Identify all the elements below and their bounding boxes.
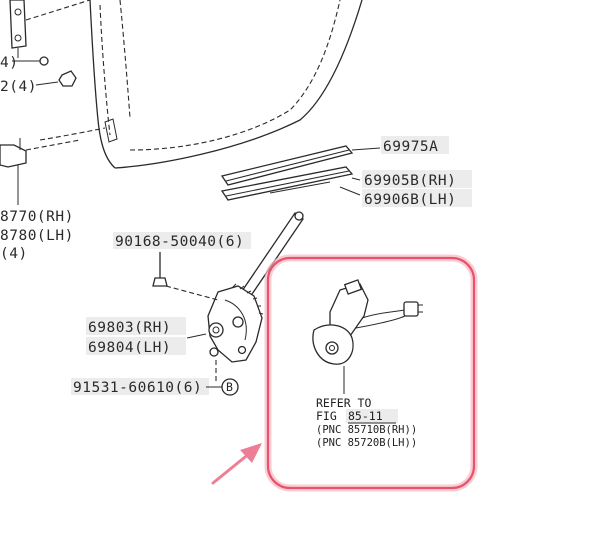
note-fig-ref[interactable]: 85-11 [348, 409, 383, 423]
left-label-2: 2(4) [0, 79, 37, 95]
note-pnc-rh: (PNC 85710B(RH)) [316, 424, 417, 436]
label-91531: 91531-60610(6) [73, 380, 202, 396]
door-outline [39, 0, 363, 169]
callout-b-circle [221, 378, 239, 396]
note-pnc-lh: (PNC 85720B(LH)) [316, 437, 417, 449]
left-partial-parts [0, 0, 91, 205]
label-bg-69905b [362, 170, 472, 188]
label-bg-69906b [362, 189, 472, 207]
label-90168: 90168-50040(6) [115, 234, 244, 250]
window-regulator-assembly [207, 211, 304, 383]
label-69804: 69804(LH) [88, 340, 171, 356]
label-bg-90168 [113, 232, 251, 249]
left-label-8770: 8770(RH) [0, 209, 74, 225]
label-bg-69975a [381, 136, 449, 154]
note-fig-prefix: FIG [316, 409, 337, 423]
note-refer-to: REFER TO [316, 396, 371, 410]
window-motor-drawing [312, 279, 423, 394]
label-69905b: 69905B(RH) [364, 173, 456, 189]
label-69906b: 69906B(LH) [364, 192, 456, 208]
left-label-4b: (4) [0, 246, 28, 262]
pointer-arrow-icon [211, 443, 262, 485]
glass-run-69905b [220, 166, 361, 201]
note-fig-ref-bg [346, 409, 398, 423]
bolt-90168 [152, 252, 219, 301]
leader-69803 [186, 333, 207, 339]
label-bg-91531 [71, 378, 209, 395]
weatherstrip-69975a [220, 145, 381, 186]
label-bg-69804 [86, 337, 186, 355]
label-bg-69803 [86, 317, 186, 335]
left-label-4a: 4) [0, 55, 18, 71]
left-label-8780: 8780(LH) [0, 228, 74, 244]
callout-b-label: B [226, 380, 233, 394]
label-69803: 69803(RH) [88, 320, 171, 336]
label-69975a: 69975A [383, 139, 438, 155]
motor-highlight-box[interactable] [264, 254, 478, 492]
